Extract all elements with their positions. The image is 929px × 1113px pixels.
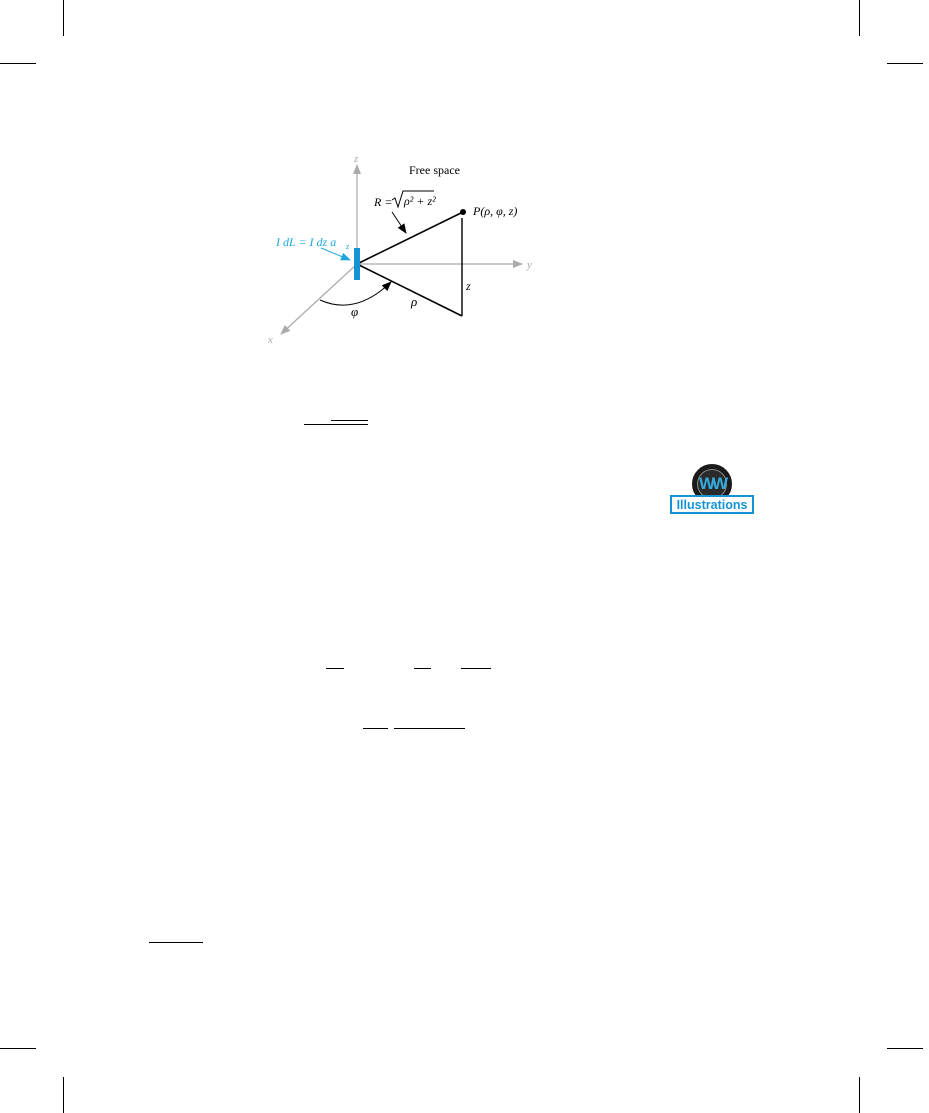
crop-mark-left-bottom [0,1048,36,1049]
x-axis-label: x [267,334,273,346]
crop-mark-right-bottom [887,1048,923,1049]
y-axis-label: y [526,259,532,271]
sqrt-sign [391,190,434,209]
www-illustrations-badge[interactable]: WW Illustrations [670,464,756,516]
rho-label: ρ [410,294,417,309]
fraction-bar [331,420,368,421]
r-vector-line [356,211,464,265]
fraction-bar [461,668,491,669]
crop-mark-left-top [0,63,36,64]
crop-mark-bottom-left [63,1077,64,1113]
fraction-bar [304,424,368,425]
current-leader-arrow [320,247,351,261]
z-axis-label: z [353,153,359,165]
fraction-bar [326,668,344,669]
crop-mark-right-top [887,63,923,64]
phi-arc [319,281,392,306]
free-space-label: Free space [409,163,460,177]
r-leader-arrow [391,211,407,234]
crop-mark-top-right [859,0,860,36]
fraction-bar [394,728,465,729]
r-radicand: ρ² + z² [403,194,436,208]
fraction-bar [363,728,388,729]
z-height-label: z [465,279,471,293]
point-p-label: P(ρ, φ, z) [472,204,517,218]
point-p [460,209,466,215]
current-element-subscript: z [345,242,350,251]
rho-line [356,263,463,317]
current-element-bar [354,248,360,280]
fraction-bar [414,668,431,669]
crop-mark-bottom-right [859,1077,860,1113]
phi-label: φ [351,304,358,319]
crop-mark-top-left [63,0,64,36]
fraction-bar [149,942,203,943]
x-axis [280,263,358,335]
current-element-label: I dL = I dz a [275,235,336,249]
r-equation-label: R = [373,195,392,209]
illustrations-label: Illustrations [670,495,754,514]
www-icon-text: WW [698,474,728,493]
